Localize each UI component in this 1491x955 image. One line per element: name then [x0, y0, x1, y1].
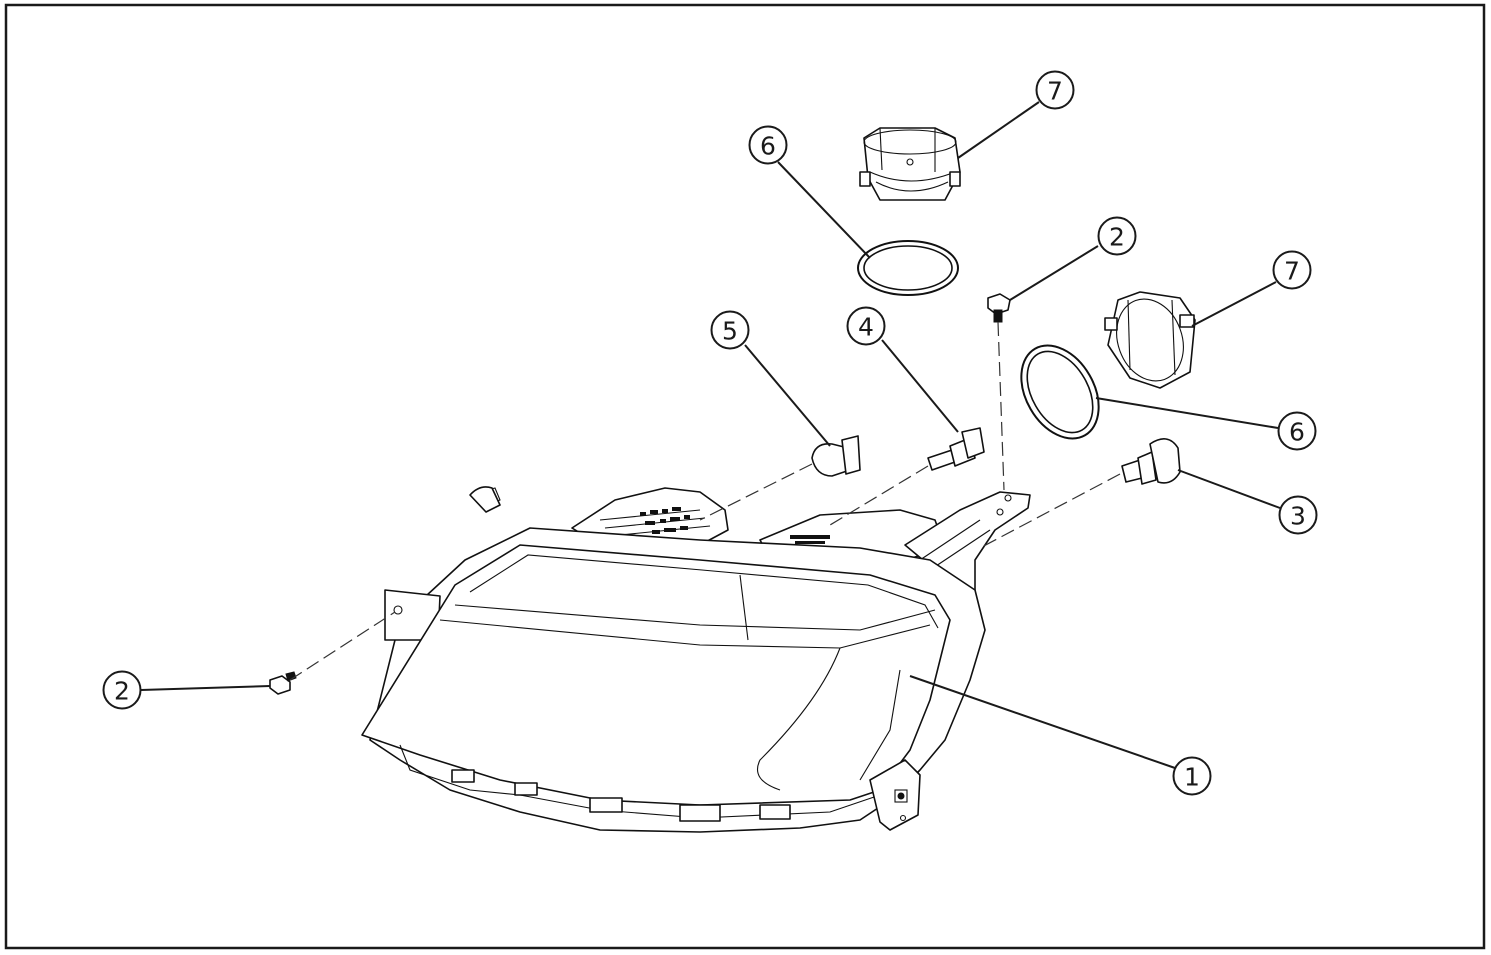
seal-right	[1020, 344, 1100, 440]
callout-5: 5	[710, 310, 750, 350]
callout-4-label: 4	[858, 313, 874, 342]
callout-7-right-label: 7	[1284, 257, 1300, 286]
screw-top	[987, 293, 1011, 323]
callout-3: 3	[1278, 495, 1318, 535]
callout-1: 1	[1172, 756, 1212, 796]
callout-7-top: 7	[1035, 70, 1075, 110]
callout-1-label: 1	[1184, 763, 1200, 792]
bulb-side	[811, 435, 861, 477]
headlamp-assembly	[361, 486, 1031, 833]
leader-lines	[140, 101, 1281, 769]
callout-2-left: 2	[102, 670, 142, 710]
callout-2-top-label: 2	[1109, 223, 1125, 252]
callout-2-left-label: 2	[114, 677, 130, 706]
callout-3-label: 3	[1290, 502, 1306, 531]
bulb-small	[927, 427, 985, 471]
assembly-lines	[289, 321, 1121, 681]
callout-2-top: 2	[1097, 216, 1137, 256]
callout-7-right: 7	[1272, 250, 1312, 290]
diagram-frame	[4, 3, 1486, 950]
screw-left	[269, 671, 297, 695]
callout-4: 4	[846, 306, 886, 346]
callout-6-right: 6	[1277, 411, 1317, 451]
callout-6-top-label: 6	[760, 132, 776, 161]
callout-6-right-label: 6	[1289, 418, 1305, 447]
bulb-right	[1121, 438, 1181, 485]
seal-top	[857, 240, 959, 296]
callout-5-label: 5	[722, 317, 738, 346]
cap-right	[1104, 291, 1196, 389]
callout-6-top: 6	[748, 125, 788, 165]
callout-7-top-label: 7	[1047, 77, 1063, 106]
cap-top	[859, 127, 961, 201]
